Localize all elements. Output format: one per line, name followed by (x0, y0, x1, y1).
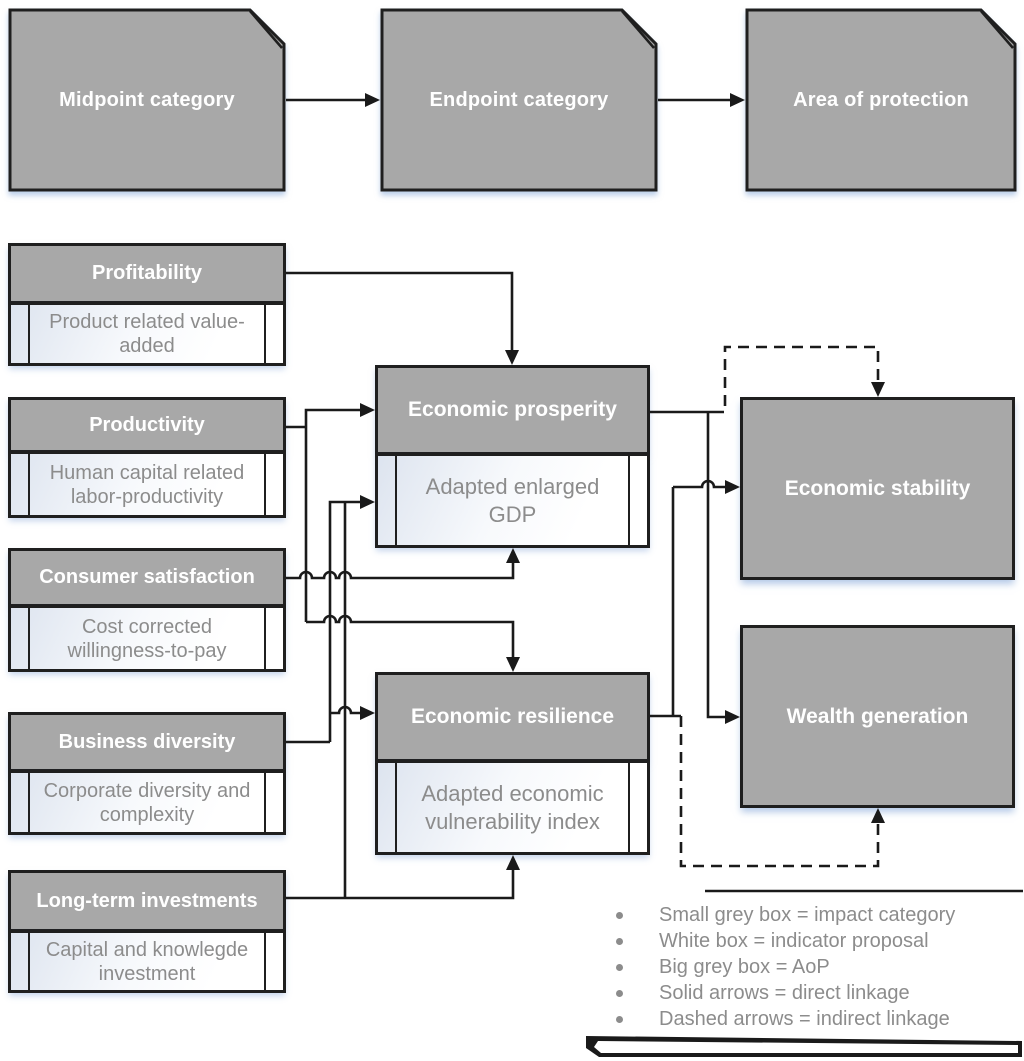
arrowhead (360, 403, 375, 417)
connector-resilience-to-stability (650, 479, 727, 718)
divider-line (628, 456, 630, 545)
connector-productivity-to-prosperity (286, 408, 362, 622)
arrowhead (871, 808, 885, 823)
arrowhead (360, 706, 375, 720)
bullet-icon (616, 964, 623, 971)
indicator-business-diversity-label: Corporate diversity and complexity (43, 779, 251, 826)
bullet-icon (616, 1016, 623, 1023)
indicator-consumer-satisfaction-box: Cost corrected willingness-to-pay (8, 605, 286, 672)
indicator-productivity-label: Human capital related labor-productivity (49, 461, 245, 508)
endpoint-economic-resilience-header: Economic resilience (375, 672, 650, 762)
divider-line (264, 454, 266, 515)
arrowhead (871, 382, 885, 397)
impact-consumer-satisfaction-header: Consumer satisfaction (8, 548, 286, 607)
legend: Small grey box = impact category White b… (604, 902, 1024, 1032)
arrowhead (725, 710, 740, 724)
impact-productivity-header: Productivity (8, 397, 286, 453)
impact-long-term-investments-label: Long-term investments (36, 889, 258, 912)
indicator-productivity-box: Human capital related labor-productivity (8, 451, 286, 518)
indicator-long-term-investments-box: Capital and knowlegde investment (8, 930, 286, 993)
legend-item: Big grey box = AoP (604, 954, 1024, 980)
endpoint-category-label: Endpoint category (429, 88, 609, 111)
indicator-vulnerability-index-label: Adapted economic vulnerability index (421, 780, 604, 834)
legend-item: White box = indicator proposal (604, 928, 1024, 954)
arrowhead (506, 855, 520, 870)
legend-item: Solid arrows = direct linkage (604, 980, 1024, 1006)
divider-line (264, 933, 266, 990)
arrowhead (505, 350, 519, 365)
divider-line (28, 773, 30, 832)
connector-prosperity-to-wealth (650, 410, 727, 719)
impact-long-term-investments-header: Long-term investments (8, 870, 286, 932)
indicator-vulnerability-index-box: Adapted economic vulnerability index (375, 760, 650, 855)
divider-line (395, 456, 397, 545)
indicator-consumer-satisfaction-label: Cost corrected willingness-to-pay (67, 615, 227, 662)
legend-item: Dashed arrows = indirect linkage (604, 1006, 1024, 1032)
arrowhead (360, 495, 375, 509)
impact-business-diversity-header: Business diversity (8, 712, 286, 772)
divider-line (28, 454, 30, 515)
connector-business-diversity-to-gdp (286, 500, 362, 744)
area-of-protection-label: Area of protection (793, 88, 969, 111)
connector-business-diversity-to-resilience (330, 705, 362, 715)
area-of-protection-box: Area of protection (745, 8, 1017, 192)
indicator-profitability-box: Product related value-added (8, 302, 286, 366)
divider-line (264, 773, 266, 832)
aop-wealth-generation-box: Wealth generation (740, 625, 1015, 808)
aop-economic-stability-label: Economic stability (784, 476, 971, 500)
legend-list: Small grey box = impact category White b… (604, 902, 1024, 1032)
impact-consumer-satisfaction-label: Consumer satisfaction (39, 566, 255, 588)
arrowhead (725, 480, 740, 494)
divider-line (264, 305, 266, 363)
bullet-icon (616, 938, 623, 945)
bullet-icon (616, 912, 623, 919)
indicator-adapted-enlarged-gdp-box: Adapted enlarged GDP (375, 453, 650, 548)
midpoint-category-box: Midpoint category (8, 8, 286, 192)
divider-line (395, 763, 397, 852)
connector-productivity-to-resilience (306, 614, 515, 659)
arrowhead (506, 548, 520, 563)
endpoint-category-box: Endpoint category (380, 8, 658, 192)
divider-line (28, 608, 30, 669)
aop-wealth-generation-label: Wealth generation (786, 704, 969, 728)
arrowhead (365, 93, 380, 107)
impact-profitability-header: Profitability (8, 243, 286, 304)
divider-line (628, 763, 630, 852)
divider-line (28, 305, 30, 363)
folded-corner-shape (745, 8, 1017, 192)
legend-item: Small grey box = impact category (604, 902, 1024, 928)
arrowhead (506, 657, 520, 672)
impact-business-diversity-label: Business diversity (58, 730, 236, 753)
indicator-adapted-enlarged-gdp-label: Adapted enlarged GDP (425, 473, 600, 527)
impact-productivity-label: Productivity (89, 413, 205, 436)
connector-profitability-to-prosperity (286, 271, 514, 352)
folded-corner-shape (380, 8, 658, 192)
aop-economic-stability-box: Economic stability (740, 397, 1015, 580)
arrowhead (730, 93, 745, 107)
endpoint-economic-prosperity-header: Economic prosperity (375, 365, 650, 455)
endpoint-economic-prosperity-label: Economic prosperity (408, 398, 617, 421)
midpoint-category-label: Midpoint category (59, 88, 235, 111)
legend-bottom-banner (586, 1036, 1022, 1057)
impact-profitability-label: Profitability (91, 262, 202, 284)
indicator-profitability-label: Product related value-added (49, 311, 245, 357)
divider-line (264, 608, 266, 669)
connector-consumer-satisfaction-to-prosperity (286, 561, 515, 580)
divider-line (28, 933, 30, 990)
indicator-business-diversity-box: Corporate diversity and complexity (8, 770, 286, 835)
indicator-long-term-investments-label: Capital and knowlegde investment (45, 938, 249, 985)
endpoint-economic-resilience-label: Economic resilience (410, 705, 615, 728)
folded-corner-shape (8, 8, 286, 192)
bullet-icon (616, 990, 623, 997)
